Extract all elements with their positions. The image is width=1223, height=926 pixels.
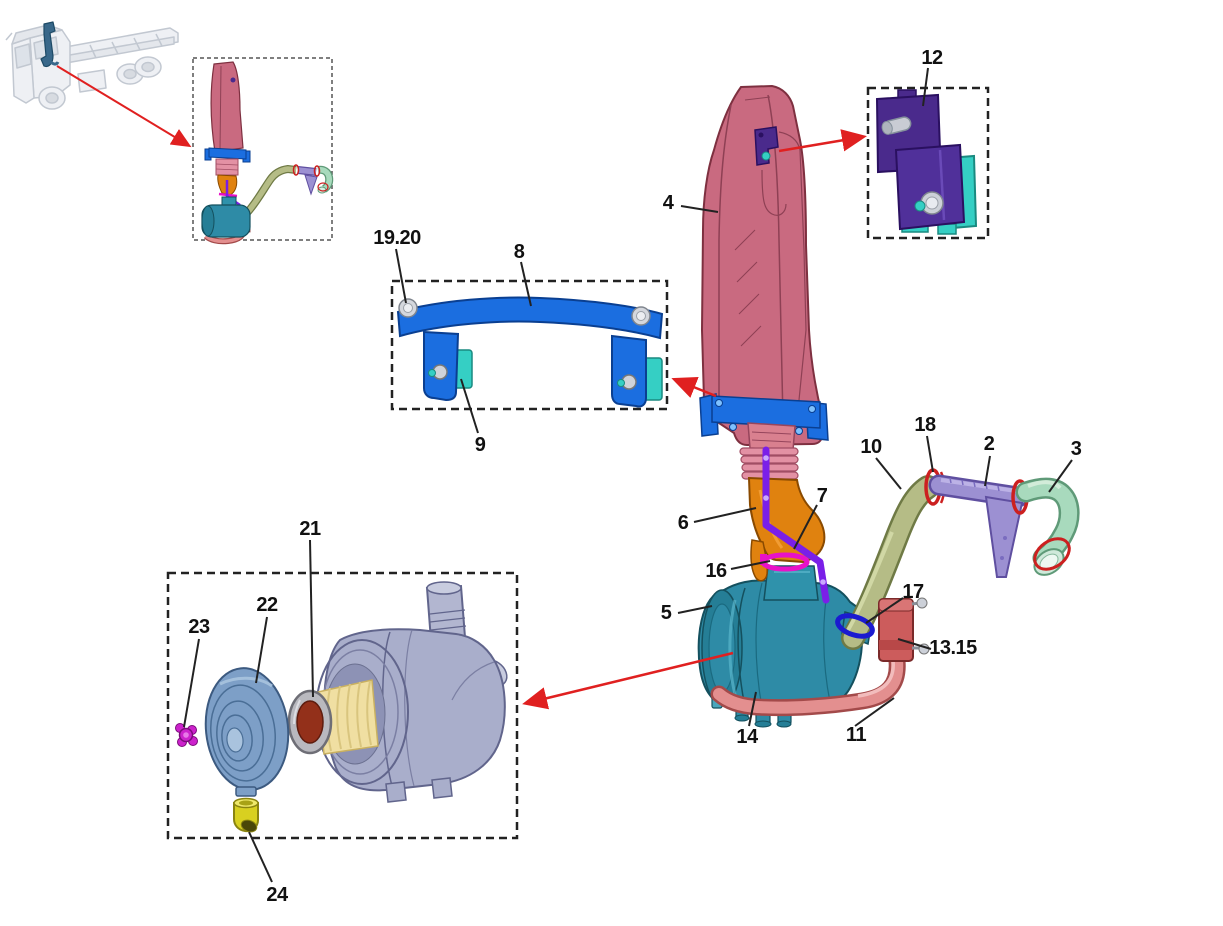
callout-4: 4 [662,192,674,214]
part-10-intake-tube [841,475,940,650]
part-11-hose [710,652,906,717]
leader-6 [693,507,757,523]
callout-17: 17 [902,581,924,603]
leader-9 [460,378,479,434]
callout-13-15: 13.15 [929,637,977,659]
callout-6: 6 [677,512,689,534]
leader-21 [309,539,314,698]
callout-3: 3 [1070,438,1082,460]
part-23-wing-nut [175,723,198,747]
part-17-clamp [835,613,875,639]
callout-14: 14 [736,726,758,748]
callout-5: 5 [660,602,672,624]
detail-box-filter [166,571,519,840]
part-4-snorkel-duct [700,84,823,447]
callout-2: 2 [983,433,995,455]
red-arrow-duct-to-box8 [671,376,717,398]
leader-18 [926,435,934,473]
leader-lines [183,67,1073,883]
leader-3 [1048,459,1073,493]
callout-12: 12 [921,47,943,69]
leader-23 [183,638,200,728]
callout-23: 23 [188,616,210,638]
leader-24 [248,831,273,883]
leader-2 [984,455,991,487]
callout-18: 18 [914,414,936,436]
part-2-intake-pipe [928,474,1029,578]
part-3-intake-elbow [1015,477,1080,576]
duct-bellows [739,422,799,480]
leader-14 [748,691,757,727]
callout-24: 24 [266,884,288,906]
leader-11 [854,697,895,727]
part-21-filter-element [287,679,379,755]
callout-7: 7 [816,485,828,507]
callout-22: 22 [256,594,278,616]
leader-10 [875,457,902,490]
leader-7 [793,504,818,550]
part-22-cover [204,667,290,797]
leader-19-20 [395,248,407,304]
leader-13-15 [897,638,932,650]
red-arrow-truck-to-inset [56,65,192,148]
callout-19-20: 19.20 [373,227,421,249]
snorkel-highlight [40,21,60,68]
callout-8: 8 [513,241,525,263]
detail-box-8 [390,279,669,411]
inset-overview-box [192,57,334,245]
leader-4 [680,205,719,213]
leader-17 [865,597,904,624]
callout-16: 16 [705,560,727,582]
callout-11: 11 [845,724,867,746]
truck-thumbnail [5,21,179,110]
leader-8 [520,261,532,307]
detail-box-12 [866,86,990,240]
callout-21: 21 [299,518,321,540]
duct-upper-bracket [754,126,779,166]
part-13-15-flange [878,597,930,662]
part-7-support-rod [762,446,830,604]
duct-lower-bracket [699,393,829,441]
part-24-drain-elbow [233,797,259,833]
leader-5 [677,605,713,614]
leader-22 [255,616,268,684]
leader-16 [730,560,771,570]
callout-10: 10 [860,436,882,458]
red-arrow-duct-to-box12 [778,129,867,153]
callout-9: 9 [474,434,486,456]
bracket-peg [881,116,912,135]
red-arrow-cleaner-to-filterbox [522,651,734,710]
leader-12 [922,67,929,107]
